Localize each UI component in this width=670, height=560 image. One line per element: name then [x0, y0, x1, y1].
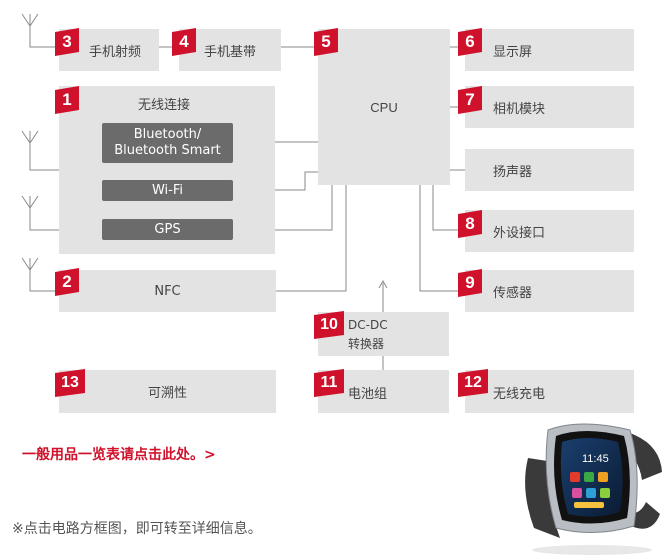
smartwatch-image: 11:45 — [525, 423, 662, 555]
badge-12: 12 — [458, 369, 488, 397]
sensor-block[interactable]: 传感器 — [465, 270, 634, 312]
badge-10: 10 — [314, 311, 344, 339]
baseband-block[interactable]: 手机基带 — [179, 29, 281, 71]
peripheral-block[interactable]: 外设接口 — [465, 210, 634, 252]
nfc-label: NFC — [154, 283, 181, 299]
wireless-charging-block[interactable]: 无线充电 — [465, 370, 634, 413]
bluetooth-block[interactable]: Bluetooth/ Bluetooth Smart — [102, 123, 233, 163]
cpu-label: CPU — [370, 99, 398, 115]
badge-1: 1 — [55, 86, 79, 114]
dcdc-label-2: 转换器 — [348, 337, 385, 351]
watch-time: 11:45 — [582, 453, 609, 465]
badge-6: 6 — [458, 28, 482, 56]
badge-8: 8 — [458, 210, 482, 238]
instruction-note: ※点击电路方框图，即可转至详细信息。 — [12, 521, 262, 537]
wireless-label: 无线连接 — [138, 98, 191, 113]
camera-block[interactable]: 相机模块 — [465, 86, 634, 128]
bluetooth-label-1: Bluetooth/ — [133, 127, 202, 142]
wireless-charging-label: 无线充电 — [493, 387, 546, 402]
badge-11: 11 — [314, 369, 344, 397]
gps-label: GPS — [154, 221, 181, 237]
wifi-block[interactable]: Wi-Fi — [102, 180, 233, 201]
badge-5: 5 — [314, 28, 338, 56]
display-block[interactable]: 显示屏 — [465, 29, 634, 71]
badge-2: 2 — [55, 268, 79, 296]
wifi-label: Wi-Fi — [151, 182, 183, 198]
speaker-block[interactable]: 扬声器 — [465, 149, 634, 191]
peripheral-label: 外设接口 — [493, 226, 546, 241]
cpu-block[interactable]: CPU — [318, 29, 450, 185]
bluetooth-label-2: Bluetooth Smart — [114, 143, 221, 158]
traceability-block[interactable]: 可溯性 — [59, 370, 276, 413]
rf-label: 手机射频 — [89, 45, 142, 60]
badge-9: 9 — [458, 269, 482, 297]
traceability-label: 可溯性 — [147, 386, 187, 401]
sensor-label: 传感器 — [493, 286, 533, 301]
battery-label: 电池组 — [348, 387, 388, 402]
dcdc-label-1: DC-DC — [348, 318, 388, 332]
gps-block[interactable]: GPS — [102, 219, 233, 240]
display-label: 显示屏 — [493, 45, 533, 60]
product-list-link[interactable]: 一般用品一览表请点击此处。> — [22, 447, 216, 463]
badge-4: 4 — [172, 28, 196, 56]
badge-7: 7 — [458, 86, 482, 114]
badge-3: 3 — [55, 28, 79, 56]
badge-13: 13 — [55, 369, 85, 397]
baseband-label: 手机基带 — [204, 45, 257, 60]
camera-label: 相机模块 — [493, 102, 546, 117]
nfc-block[interactable]: NFC — [59, 270, 276, 312]
speaker-label: 扬声器 — [493, 165, 533, 180]
